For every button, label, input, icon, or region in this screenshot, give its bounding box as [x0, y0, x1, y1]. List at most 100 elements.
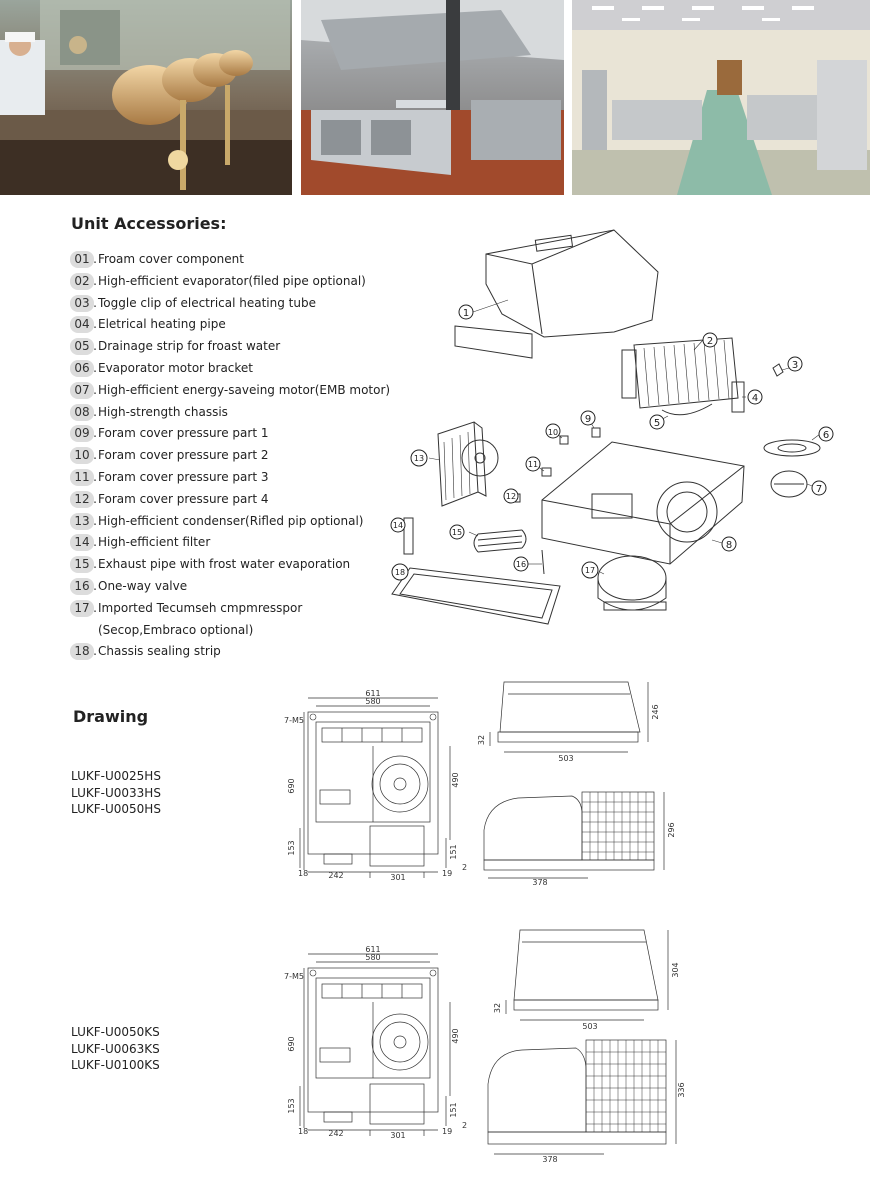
item-text: Toggle clip of electrical heating tube: [98, 295, 316, 310]
item-number: 09: [70, 425, 97, 443]
photo-kitchen-pass-counter: [0, 0, 292, 195]
item-number: 04: [70, 316, 97, 334]
photo-kitchen-stainless: [301, 0, 564, 195]
list-item: 08High-strength chassis: [70, 402, 440, 424]
item-text: High-efficient energy-saveing motor(EMB …: [98, 382, 391, 397]
model-list-hs: LUKF-U0025HS LUKF-U0033HS LUKF-U0050HS: [71, 768, 161, 818]
dim-bottom-3: 301: [390, 1131, 405, 1138]
model-name: LUKF-U0025HS: [71, 769, 161, 783]
list-item: 12Foram cover pressure part 4: [70, 489, 440, 511]
item-number: 14: [70, 534, 97, 552]
item-number: 08: [70, 403, 97, 421]
item-text: High-strength chassis: [98, 404, 228, 419]
item-number: 16: [70, 577, 97, 595]
model-name: LUKF-U0033HS: [71, 785, 161, 800]
item-text: Foram cover pressure part 4: [98, 491, 269, 506]
dim-side-base: 32: [493, 1003, 502, 1013]
callout-12: 12: [506, 492, 516, 501]
dim-width-inner: 580: [365, 953, 380, 962]
dim-side-base: 32: [478, 735, 486, 745]
item-text: Chassis sealing strip: [98, 644, 221, 659]
item-number: 12: [70, 490, 97, 508]
item-number: 11: [70, 468, 97, 486]
model-name: LUKF-U0050HS: [71, 802, 161, 816]
callout-17: 17: [585, 566, 595, 575]
callout-1: 1: [463, 308, 469, 319]
dim-side-height: 246: [651, 704, 660, 719]
dim-width-outer: 611: [365, 690, 380, 698]
item-text: Eletrical heating pipe: [98, 317, 226, 332]
list-item: 09Foram cover pressure part 1: [70, 423, 440, 445]
model-list-ks: LUKF-U0050KS LUKF-U0063KS LUKF-U0100KS: [71, 1024, 160, 1074]
callout-2: 2: [707, 336, 713, 347]
callout-4: 4: [752, 393, 758, 404]
dim-width-outer: 611: [365, 946, 380, 954]
plan-drawing-a: 611 580 7-M5 690 490 153 151 18 242 301 …: [284, 690, 467, 880]
dim-side-width: 503: [582, 1022, 597, 1031]
dim-width-inner: 580: [365, 697, 380, 706]
dim-height-lower: 153: [287, 1098, 296, 1113]
item-number: 07: [70, 381, 97, 399]
dim-height-right: 151: [449, 1102, 458, 1117]
item-text: Foram cover pressure part 2: [98, 448, 269, 463]
callout-15: 15: [452, 528, 462, 537]
list-item: 07High-efficient energy-saveing motor(EM…: [70, 380, 440, 402]
item-text: High-efficient evaporator(filed pipe opt…: [98, 273, 366, 288]
item-number: 01: [70, 251, 97, 268]
dim-height-right: 151: [449, 844, 458, 859]
drawing-title: Drawing: [73, 707, 149, 726]
dim-bottom-1: 18: [298, 1127, 308, 1136]
dim-bottom-1: 18: [298, 869, 308, 878]
list-item: 02High-efficient evaporator(filed pipe o…: [70, 271, 440, 293]
model-name: LUKF-U0063KS: [71, 1041, 160, 1056]
dim-bottom-2: 242: [328, 871, 343, 880]
item-text: Drainage strip for froast water: [98, 339, 281, 354]
kitchen-photo-strip: [0, 0, 870, 195]
item-text: Evaporator motor bracket: [98, 360, 254, 375]
list-item: 13High-efficient condenser(Rifled pip op…: [70, 511, 440, 533]
dim-bottom-2: 242: [328, 1129, 343, 1138]
dim-holes: 7-M5: [284, 716, 304, 725]
callout-3: 3: [792, 360, 798, 371]
list-item: 18Chassis sealing strip: [70, 641, 440, 663]
dim-holes: 7-M5: [284, 972, 304, 981]
list-item: 05Drainage strip for froast water: [70, 336, 440, 358]
plan-drawing-b: 611 580 7-M5 690 490 153 151 18 242 301 …: [284, 946, 467, 1138]
callout-10: 10: [548, 428, 558, 437]
front-drawing-b: 336 378: [487, 1039, 686, 1164]
item-text: (Secop,Embraco optional): [98, 622, 254, 637]
callout-7: 7: [816, 484, 822, 495]
callout-18: 18: [395, 568, 405, 577]
list-item: 15Exhaust pipe with frost water evaporat…: [70, 554, 440, 576]
callout-14: 14: [393, 521, 403, 530]
dim-front-height: 336: [677, 1082, 686, 1097]
dim-bottom-3: 301: [390, 873, 405, 880]
item-number: 05: [70, 338, 97, 356]
dim-height-inner: 490: [451, 1028, 460, 1043]
accessories-list: 01Froam cover component 02High-efficient…: [70, 249, 440, 663]
list-item: 04Eletrical heating pipe: [70, 314, 440, 336]
list-item: 16One-way valve: [70, 576, 440, 598]
item-number: 06: [70, 359, 97, 377]
callout-9: 9: [585, 414, 591, 425]
item-text: High-efficient condenser(Rifled pip opti…: [98, 513, 364, 528]
dim-front-width: 378: [532, 878, 547, 887]
dim-side-height: 304: [671, 962, 680, 977]
unit-accessories-title: Unit Accessories:: [71, 214, 227, 233]
list-item: 03Toggle clip of electrical heating tube: [70, 293, 440, 315]
list-item: 01Froam cover component: [70, 249, 440, 271]
dim-side-width: 503: [558, 754, 573, 763]
item-text: One-way valve: [98, 578, 188, 593]
item-number: 03: [70, 294, 97, 312]
dim-bottom-5: 2: [462, 863, 467, 872]
model-name: LUKF-U0050KS: [71, 1025, 160, 1039]
item-text: Foram cover pressure part 3: [98, 469, 269, 484]
list-item-continuation: (Secop,Embraco optional): [70, 620, 440, 642]
callout-11: 11: [528, 460, 538, 469]
list-item: 14High-efficient filter: [70, 532, 440, 554]
item-text: Imported Tecumseh cmpmresspor: [98, 600, 303, 615]
callout-8: 8: [726, 540, 732, 551]
exploded-parts-diagram: 1 2 3 4 5 6 7 8 9 10 11 12 13 14 15 16 1…: [390, 229, 834, 625]
dim-height-total: 690: [287, 778, 296, 793]
item-number: 02: [70, 272, 97, 290]
